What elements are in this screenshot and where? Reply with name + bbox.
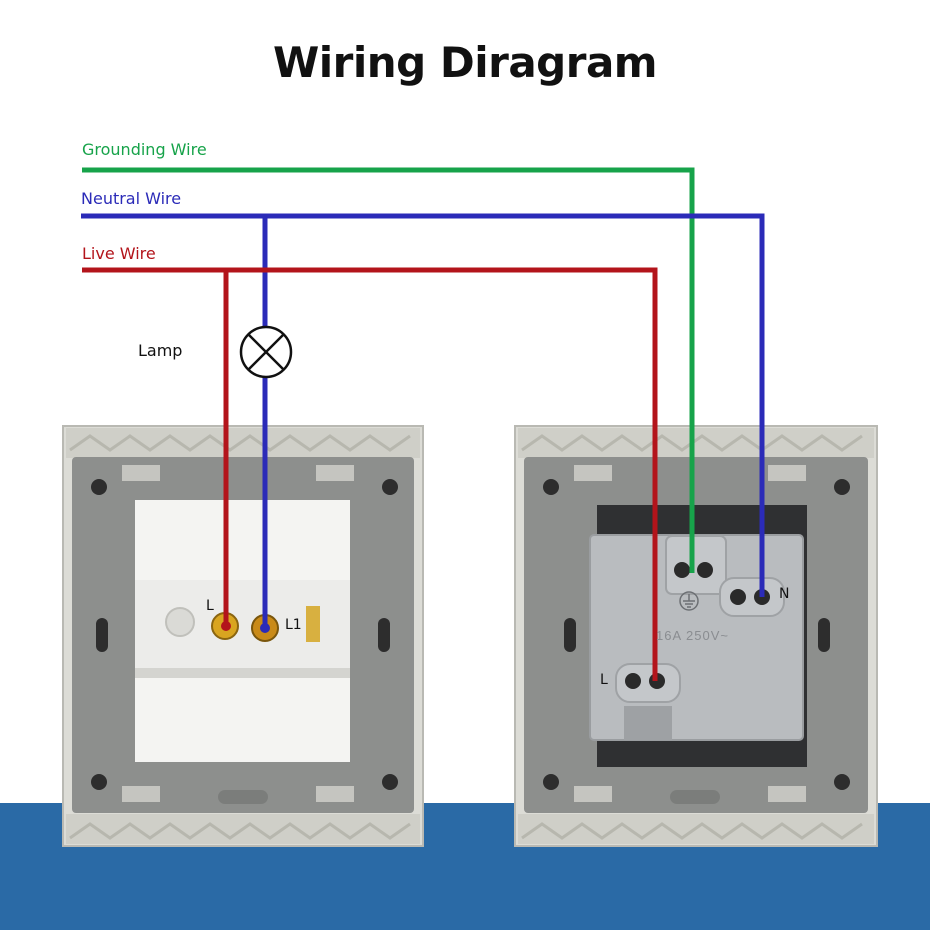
page-title: Wiring Diragram: [272, 38, 658, 87]
switch-l-terminal-label: L: [206, 598, 214, 614]
socket-n-terminal-label: N: [779, 586, 790, 602]
neutral-wire-label: Neutral Wire: [81, 189, 182, 208]
switch-live-terminal: [221, 621, 231, 631]
grounding-wire: [82, 167, 695, 573]
switch-load-terminal: [260, 623, 270, 633]
socket-panel: [514, 425, 878, 847]
switch-panel: [62, 425, 424, 847]
live-wire-label: Live Wire: [82, 244, 156, 263]
socket-rating-text: 16A 250V~: [656, 628, 729, 643]
neutral-wire: [81, 213, 765, 597]
switch-l1-terminal-label: L1: [285, 617, 302, 633]
lamp-label: Lamp: [138, 341, 183, 360]
earth-ground-icon: [679, 591, 699, 611]
live-wire: [82, 267, 658, 681]
grounding-wire-label: Grounding Wire: [82, 140, 207, 159]
lamp-symbol-icon: [239, 325, 293, 379]
socket-l-terminal-label: L: [600, 672, 608, 688]
